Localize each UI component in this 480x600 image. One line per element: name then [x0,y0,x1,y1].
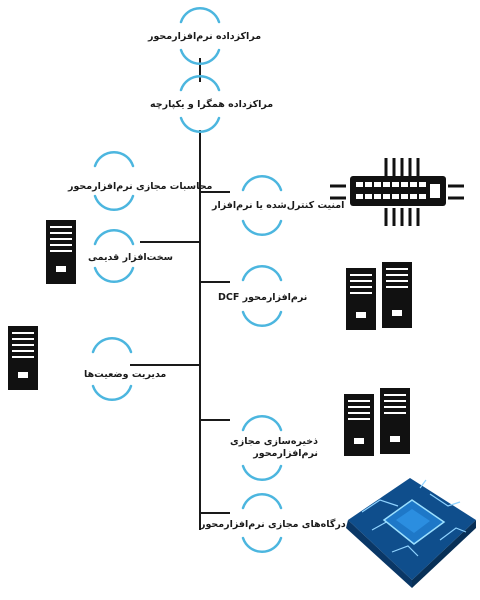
network-switch-icon [330,158,464,226]
server-rack-icon [8,326,38,390]
node-label-state-management: مدیریت وضعیت‌ها [84,369,167,380]
node-label-converged-datacenter: مراکزداده همگرا و یکپارچه [150,99,274,110]
node-label-legacy-hardware: سخت‌افزار قدیمی [88,252,173,263]
node-label-virtual-gateways: درگاه‌های مجازی نرم‌افزارمحور [200,519,346,530]
server-pair-icon [344,388,410,456]
node-label-virtual-compute: محاسبات مجازی نرم‌افزارمحور [68,181,213,192]
server-rack-icon [46,220,76,284]
node-label-dcf: نرم‌افزارمحور DCF [218,292,308,303]
server-pair-icon [346,262,412,330]
circuit-chip-icon [346,478,476,588]
node-label-sdn-datacenter: مراکزداده نرم‌افزارمحور [148,31,262,42]
node-label-virtual-storage: ذخیره‌سازی مجازی نرم‌افزارمحور [230,436,318,459]
node-label-software-security: امنیت کنترل‌شده یا نرم‌افزار [212,200,345,211]
